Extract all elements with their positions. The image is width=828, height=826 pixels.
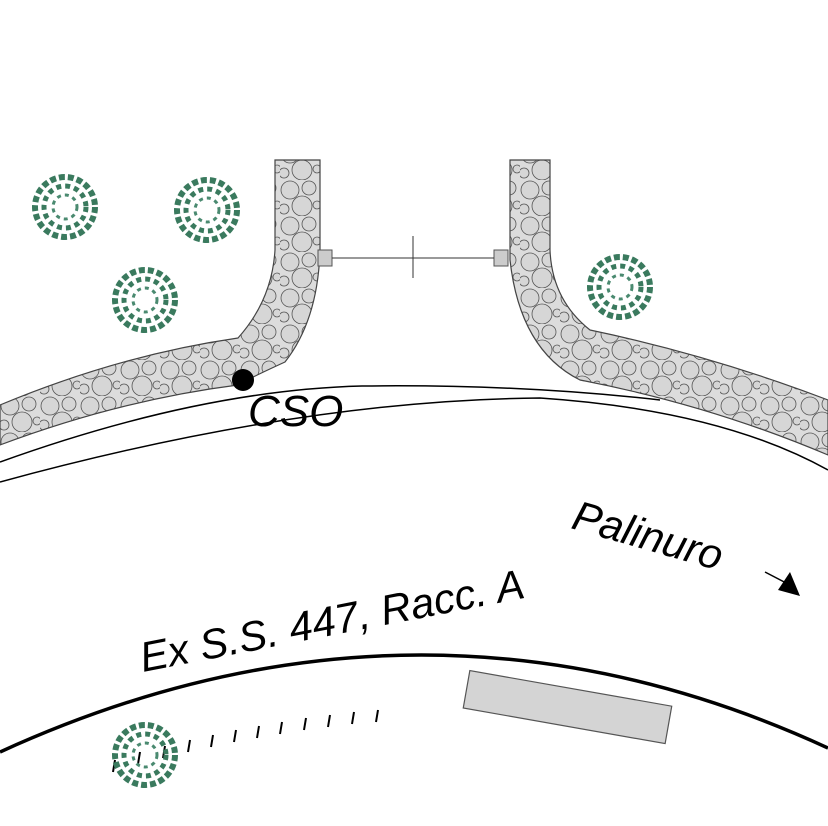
tree-icon [35,177,95,237]
arrow-icon [764,571,800,596]
right-breakwater [509,159,828,456]
road-edge-lower [0,653,828,754]
tree-icon [177,180,237,240]
tree-icon [590,257,650,317]
cso-label: CSO [248,387,343,436]
building [462,669,673,745]
road-label: Ex S.S. 447, Racc. A [136,560,528,681]
road-edge-outer [0,397,828,483]
outfall-point-icon [232,369,254,391]
tree-icon [115,270,175,330]
road-edge-upper [0,385,661,463]
tree-icon [115,725,175,785]
gate-post-left [317,249,333,267]
gate-post-right [493,249,509,267]
palinuro-label: Palinuro [568,491,729,579]
